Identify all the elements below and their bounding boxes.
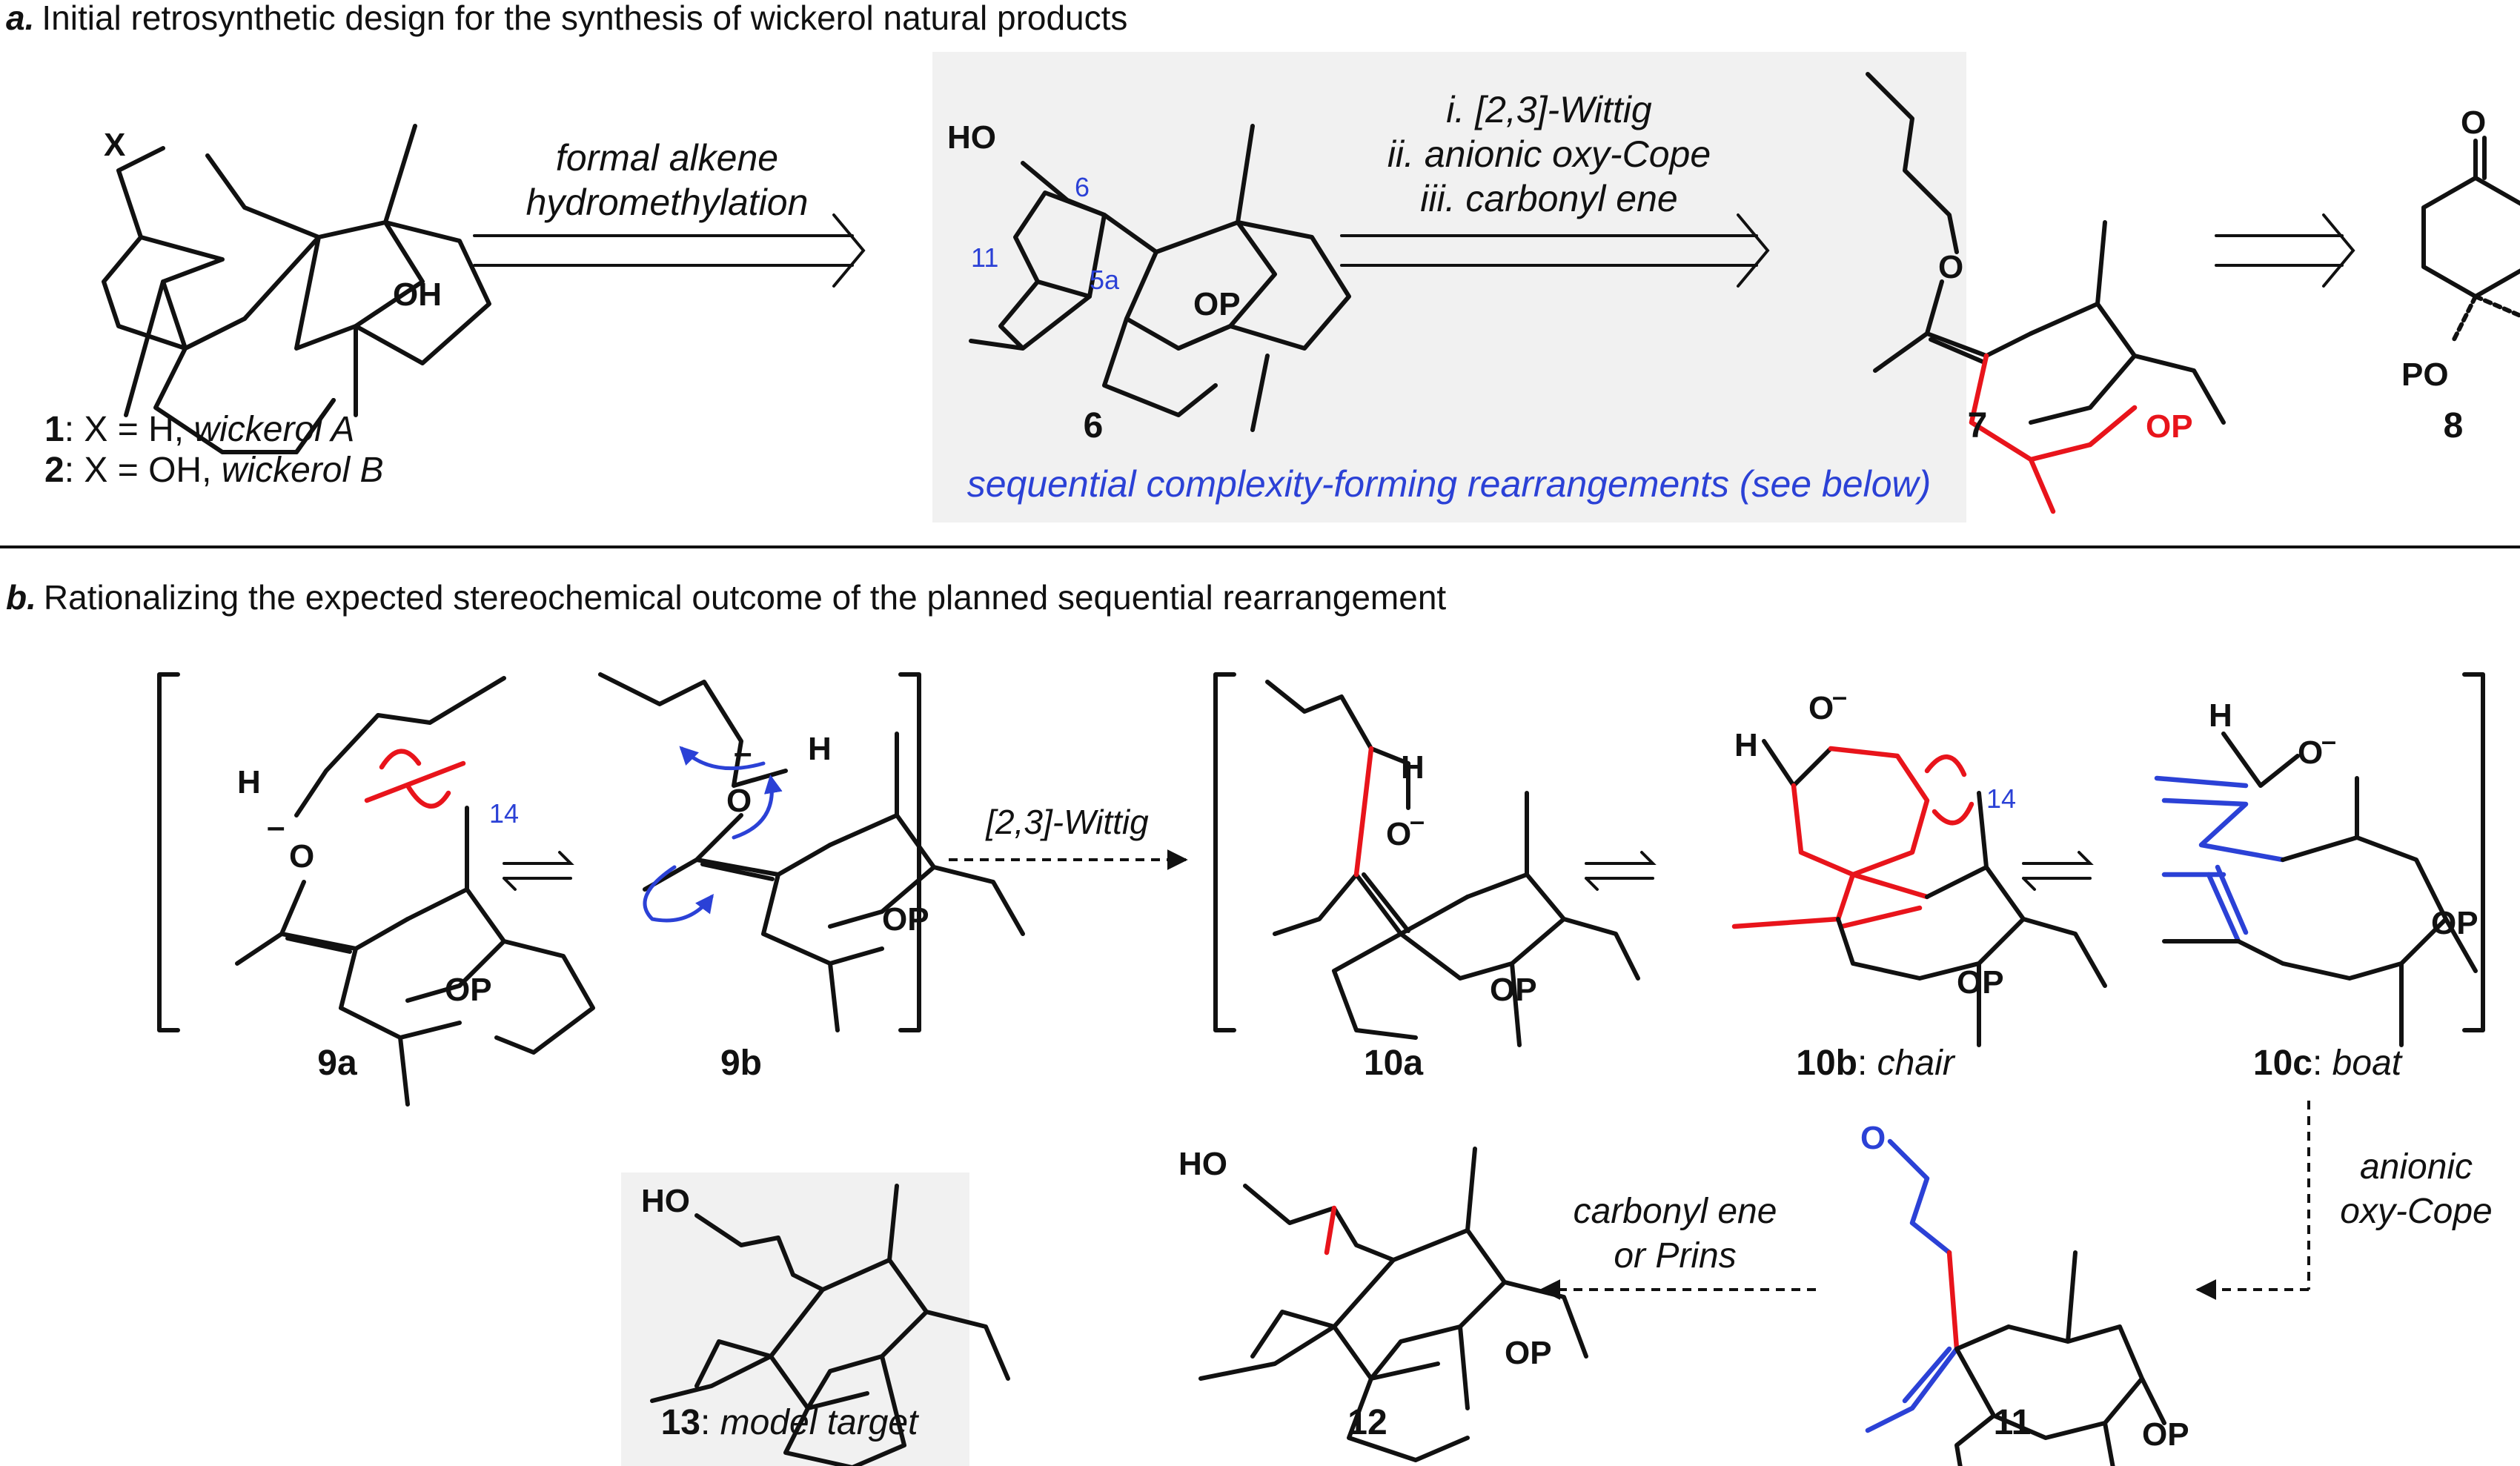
compound-7-label: 7 (1968, 406, 1988, 445)
svg-text:–: – (1832, 681, 1847, 712)
svg-text:OP: OP (882, 901, 929, 938)
section-a-title: a.Initial retrosynthetic design for the … (6, 0, 1127, 37)
svg-text:O: O (289, 838, 314, 875)
svg-text:PO: PO (2401, 356, 2449, 393)
svg-text:O: O (1808, 690, 1834, 726)
retro-arrow-2: i. [2,3]-Wittig ii. anionic oxy-Cope iii… (1340, 89, 1770, 288)
svg-text:OP: OP (445, 972, 492, 1008)
svg-text:H: H (808, 731, 832, 767)
svg-text:14: 14 (1986, 783, 2016, 814)
structure-7: O OP (1866, 72, 2226, 514)
bracket-right-2 (2462, 672, 2485, 1032)
svg-text:carbonyl ene: carbonyl ene (1574, 1192, 1777, 1231)
compound-2-label: 2: X = OH, wickerol B (44, 451, 383, 490)
svg-text:iii. carbonyl ene: iii. carbonyl ene (1420, 178, 1677, 219)
svg-text:14: 14 (489, 798, 519, 829)
svg-text:6: 6 (1075, 172, 1090, 202)
structure-10b: H O – 14 OP (1731, 681, 2107, 1047)
compound-6-label: 6 (1084, 406, 1104, 445)
compound-9b-label: 9b (720, 1044, 762, 1083)
svg-text:–: – (2321, 726, 2336, 756)
svg-text:–: – (734, 734, 752, 771)
compound-11-label: 11 (1994, 1403, 2032, 1442)
svg-text:O: O (2461, 105, 2486, 141)
svg-text:anionic: anionic (2360, 1147, 2473, 1187)
ene-arrow: carbonyl ene or Prins (1539, 1192, 1816, 1300)
svg-text:O: O (1938, 249, 1963, 285)
svg-text:H: H (1734, 727, 1758, 763)
structure-9a: H O – 14 OP (235, 676, 595, 1107)
svg-text:OP: OP (2431, 905, 2478, 941)
svg-text:11: 11 (971, 242, 998, 273)
svg-text:formal alkene: formal alkene (556, 137, 778, 179)
equilibrium-arrow-2 (1585, 851, 1657, 891)
svg-text:H: H (1401, 749, 1425, 786)
svg-text:O: O (726, 783, 752, 819)
equilibrium-arrow-3 (2022, 851, 2094, 891)
svg-text:OP: OP (1957, 964, 2004, 1001)
section-b-title: b.Rationalizing the expected stereochemi… (6, 578, 1446, 617)
svg-text:HO: HO (1178, 1146, 1227, 1182)
svg-text:5a: 5a (1090, 265, 1120, 295)
svg-text:OP: OP (2142, 1416, 2189, 1453)
svg-text:OH: OH (393, 276, 442, 313)
oxy-cope-arrow: anionic oxy-Cope (2195, 1101, 2493, 1300)
svg-text:O: O (2298, 734, 2323, 771)
rearrangement-panel (932, 52, 1966, 523)
svg-text:OP: OP (1193, 286, 1241, 322)
bracket-right-1 (898, 672, 921, 1032)
svg-text:–: – (267, 809, 285, 845)
bracket-left-2 (1213, 672, 1236, 1032)
compound-12-label: 12 (1347, 1403, 1387, 1442)
structure-6: HO 6 11 5a OP (947, 119, 1351, 432)
retro-arrow-1: formal alkene hydromethylation (473, 137, 866, 288)
svg-text:oxy-Cope: oxy-Cope (2340, 1192, 2492, 1231)
svg-text:hydromethylation: hydromethylation (526, 182, 809, 223)
structure-10c: H O – OP (2154, 697, 2478, 1047)
svg-text:H: H (237, 764, 261, 800)
structure-11: O OP (1860, 1120, 2189, 1466)
structure-9b: O H – OP (598, 672, 1025, 1032)
wittig-arrow: [2,3]-Wittig (949, 803, 1188, 870)
compound-10b-label: 10b: chair (1796, 1044, 1955, 1083)
svg-text:OP: OP (1505, 1335, 1552, 1371)
svg-text:–: – (1410, 806, 1425, 836)
structure-wickerol: X OH (102, 124, 491, 454)
structure-10a: H O – OP (1265, 680, 1640, 1047)
panel-caption: sequential complexity-forming rearrangem… (967, 463, 1932, 505)
equilibrium-arrow-1 (503, 851, 574, 891)
compound-9a-label: 9a (317, 1044, 357, 1083)
retro-arrow-3 (2215, 213, 2355, 288)
compound-10c-label: 10c: boat (2253, 1044, 2403, 1083)
compound-13-label: 13: model target (661, 1403, 920, 1442)
structure-12: HO OP (1178, 1146, 1588, 1462)
svg-text:i. [2,3]-Wittig: i. [2,3]-Wittig (1446, 89, 1652, 130)
svg-text:O: O (1386, 816, 1411, 852)
svg-text:H: H (2209, 697, 2232, 734)
model-target-panel (621, 1173, 969, 1466)
svg-text:ii. anionic oxy-Cope: ii. anionic oxy-Cope (1387, 133, 1711, 175)
svg-text:or Prins: or Prins (1614, 1236, 1736, 1276)
compound-8-label: 8 (2444, 406, 2464, 445)
svg-text:HO: HO (641, 1183, 690, 1219)
svg-text:[2,3]-Wittig: [2,3]-Wittig (985, 803, 1149, 841)
svg-text:OP: OP (1490, 972, 1537, 1008)
svg-text:HO: HO (947, 119, 996, 156)
svg-text:OP: OP (2146, 408, 2193, 445)
structure-13: HO (641, 1183, 1010, 1466)
compound-1-label: 1: X = H, wickerol A (44, 410, 354, 449)
bracket-left-1 (157, 672, 180, 1032)
compound-10a-label: 10a (1364, 1044, 1423, 1083)
structure-8: O PO (2401, 105, 2520, 393)
svg-text:X: X (104, 127, 125, 163)
svg-text:O: O (1860, 1120, 1886, 1156)
